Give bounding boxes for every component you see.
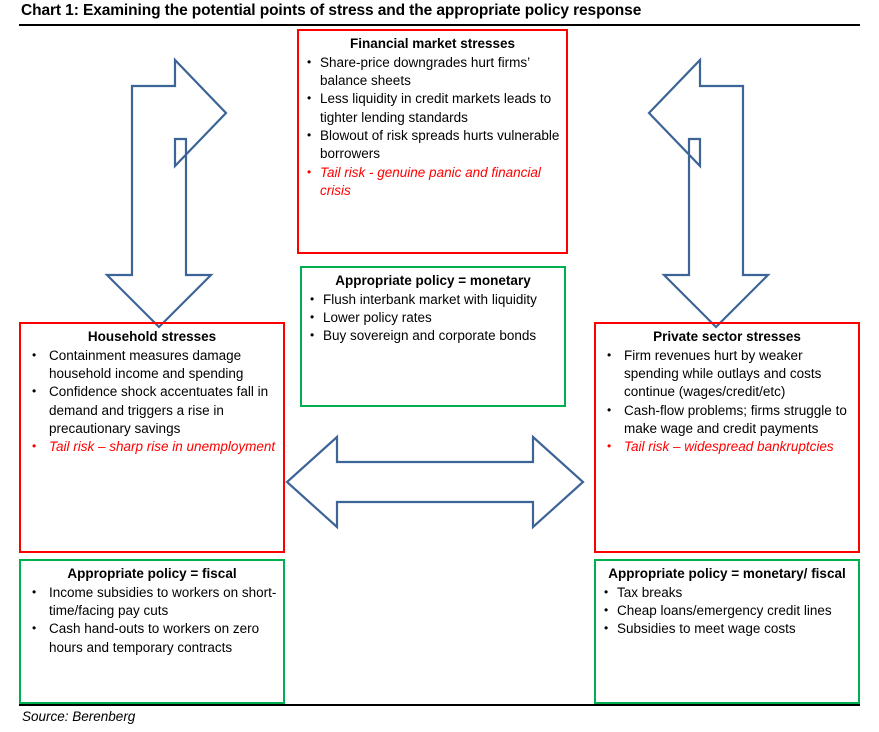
arrow-household-to-private-sector (285, 434, 585, 530)
box-heading: Household stresses (87, 329, 217, 344)
list-item: Cheap loans/emergency credit lines (600, 601, 852, 620)
box-appropriate-policy-monetary-fiscal[interactable]: Appropriate policy = monetary/ fiscal Ta… (594, 559, 860, 704)
list-item: Subsidies to meet wage costs (600, 619, 852, 638)
bullet-list: Income subsidies to workers on short-tim… (21, 583, 283, 657)
list-item: Blowout of risk spreads hurts vulnerable… (303, 126, 560, 164)
arrow-household-to-financial-market (104, 57, 228, 329)
source-divider-bottom (19, 704, 860, 706)
box-household-stresses[interactable]: Household stresses Containment measures … (19, 322, 285, 553)
list-item: Tax breaks (600, 583, 852, 602)
list-item: Confidence shock accentuates fall in dem… (25, 382, 277, 438)
list-item: Containment measures damage household in… (25, 346, 277, 384)
box-appropriate-policy-fiscal[interactable]: Appropriate policy = fiscal Income subsi… (19, 559, 285, 704)
box-heading: Appropriate policy = fiscal (67, 566, 237, 581)
box-private-sector-stresses[interactable]: Private sector stresses Firm revenues hu… (594, 322, 860, 553)
list-item: Firm revenues hurt by weaker spending wh… (600, 346, 852, 402)
box-heading: Financial market stresses (349, 36, 516, 51)
list-item: Buy sovereign and corporate bonds (306, 326, 558, 345)
list-item: Income subsidies to workers on short-tim… (25, 583, 277, 621)
list-item: Cash-flow problems; firms struggle to ma… (600, 401, 852, 439)
tail-risk-item: Tail risk – sharp rise in unemployment (25, 437, 277, 456)
tail-risk-item: Tail risk - genuine panic and financial … (303, 163, 560, 201)
box-heading: Appropriate policy = monetary (335, 273, 531, 288)
page-title: Chart 1: Examining the potential points … (21, 2, 642, 19)
tail-risk-item: Tail risk – widespread bankruptcies (600, 437, 852, 456)
source-note: Source: Berenberg (22, 709, 136, 724)
list-item: Lower policy rates (306, 308, 558, 327)
arrow-financial-market-to-private-sector (647, 57, 771, 329)
list-item: Flush interbank market with liquidity (306, 290, 558, 309)
box-heading: Private sector stresses (653, 329, 801, 344)
list-item: Share-price downgrades hurt firms’ balan… (303, 53, 560, 91)
list-item: Cash hand-outs to workers on zero hours … (25, 619, 277, 657)
bullet-list: Firm revenues hurt by weaker spending wh… (596, 346, 858, 457)
box-financial-market-stresses[interactable]: Financial market stresses Share-price do… (297, 29, 568, 254)
box-heading: Appropriate policy = monetary/ fiscal (608, 566, 846, 581)
title-divider-top (19, 24, 860, 26)
bullet-list: Share-price downgrades hurt firms’ balan… (299, 53, 566, 201)
bullet-list: Tax breaks Cheap loans/emergency credit … (596, 583, 858, 639)
list-item: Less liquidity in credit markets leads t… (303, 89, 560, 127)
box-appropriate-policy-monetary[interactable]: Appropriate policy = monetary Flush inte… (300, 266, 566, 407)
bullet-list: Containment measures damage household in… (21, 346, 283, 457)
bullet-list: Flush interbank market with liquidity Lo… (302, 290, 564, 346)
